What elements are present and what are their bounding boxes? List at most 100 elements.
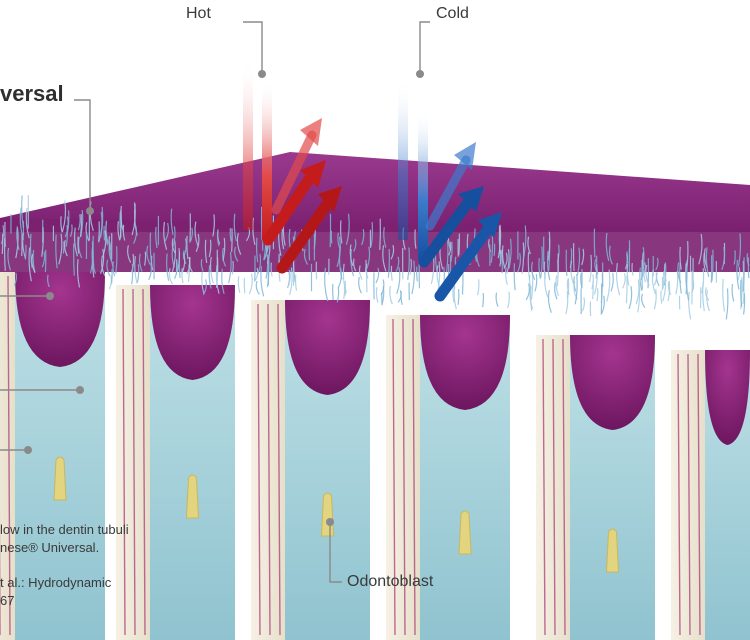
wall-stripe	[392, 318, 396, 636]
collagen-fiber	[195, 233, 200, 252]
wall-stripe	[257, 303, 261, 636]
collagen-fiber	[606, 269, 611, 302]
collagen-fiber	[517, 253, 521, 273]
collagen-fiber	[31, 253, 36, 273]
collagen-fiber	[227, 252, 232, 284]
collagen-fiber	[256, 237, 259, 263]
collagen-fiber	[415, 266, 418, 282]
collagen-fiber	[286, 269, 291, 289]
collagen-fiber	[503, 252, 508, 270]
collagen-fiber	[508, 238, 512, 269]
sealant-plug	[570, 335, 655, 430]
collagen-fiber	[615, 263, 621, 296]
caption-line-2: nese® Universal.	[0, 540, 100, 555]
collagen-fiber	[349, 244, 354, 266]
collagen-fiber	[201, 271, 205, 294]
collagen-fiber	[131, 263, 134, 285]
collagen-fiber	[115, 246, 118, 274]
collagen-fiber	[92, 235, 95, 266]
collagen-fiber	[98, 211, 103, 242]
collagen-fiber	[476, 279, 480, 296]
odontoblast-process	[53, 456, 67, 501]
collagen-fiber	[702, 282, 705, 312]
collagen-fiber	[594, 258, 599, 275]
collagen-fiber	[375, 267, 380, 284]
collagen-fiber	[212, 214, 215, 237]
collagen-fiber	[194, 221, 199, 248]
collagen-fiber	[574, 273, 578, 305]
sealant-layer-top	[0, 152, 750, 232]
collagen-fiber	[743, 257, 745, 291]
sealant-plug	[285, 300, 370, 395]
reference-line-1: t al.: Hydrodynamic	[0, 575, 112, 590]
collagen-fiber	[389, 285, 393, 305]
collagen-fiber	[99, 248, 105, 275]
wall-stripe	[677, 353, 681, 636]
collagen-fiber	[336, 286, 340, 303]
collagen-fiber	[375, 287, 379, 303]
collagen-fiber	[130, 253, 135, 273]
wall-stripe	[552, 338, 556, 636]
collagen-fiber	[387, 248, 390, 278]
collagen-fiber	[110, 269, 113, 284]
collagen-fiber	[458, 233, 461, 256]
collagen-fiber	[358, 276, 362, 294]
collagen-fiber	[711, 249, 714, 282]
collagen-fiber	[189, 227, 193, 242]
collagen-fiber	[236, 233, 242, 255]
collagen-fiber	[522, 225, 527, 259]
collagen-fiber	[234, 246, 239, 262]
wall-stripe	[542, 338, 546, 636]
wall-stripe	[267, 303, 271, 636]
collagen-fiber	[737, 233, 742, 267]
wall-stripe	[402, 318, 406, 636]
collagen-fiber	[481, 293, 485, 308]
collagen-fiber	[222, 247, 227, 267]
collagen-fiber	[593, 228, 596, 258]
collagen-fiber	[21, 220, 25, 243]
collagen-fiber	[77, 236, 80, 254]
collagen-fiber	[507, 291, 510, 309]
collagen-fiber	[641, 252, 647, 283]
collagen-fiber	[112, 261, 116, 277]
collagen-fiber	[103, 225, 106, 241]
collagen-fiber	[366, 246, 371, 270]
collagen-fiber	[364, 259, 367, 273]
collagen-fiber	[119, 209, 122, 240]
collagen-fiber	[208, 265, 212, 289]
collagen-fiber	[102, 230, 107, 257]
odontoblast-process	[458, 510, 472, 555]
collagen-fiber	[117, 221, 121, 241]
collagen-fiber	[639, 267, 643, 292]
collagen-fiber	[698, 233, 703, 265]
collagen-fiber	[294, 274, 298, 291]
collagen-fiber	[531, 261, 536, 281]
collagen-fiber	[63, 240, 68, 257]
collagen-fiber	[605, 232, 610, 262]
collagen-fiber	[174, 259, 178, 279]
collagen-fiber	[453, 285, 457, 310]
collagen-fiber	[150, 255, 154, 271]
collagen-fiber	[589, 254, 592, 283]
collagen-fiber	[342, 263, 347, 294]
collagen-fiber	[448, 241, 452, 256]
collagen-fiber	[55, 234, 58, 269]
odontoblast-process	[185, 474, 200, 519]
collagen-fiber	[303, 248, 309, 265]
collagen-fiber	[146, 245, 151, 265]
sealant-plug	[150, 285, 235, 380]
collagen-fiber	[450, 241, 453, 263]
wall-stripe	[122, 288, 126, 636]
collagen-fiber	[170, 208, 174, 235]
collagen-fiber	[721, 247, 726, 270]
collagen-fiber	[610, 272, 614, 292]
collagen-fiber	[581, 248, 585, 266]
sealant-plug	[705, 350, 750, 445]
collagen-fiber	[266, 255, 270, 288]
collagen-fiber	[338, 246, 343, 280]
cold-stimulus-arrow-icon	[398, 80, 502, 302]
collagen-fiber	[138, 253, 143, 272]
collagen-fiber	[641, 293, 646, 309]
collagen-fiber	[77, 214, 81, 231]
collagen-fiber	[248, 273, 253, 295]
